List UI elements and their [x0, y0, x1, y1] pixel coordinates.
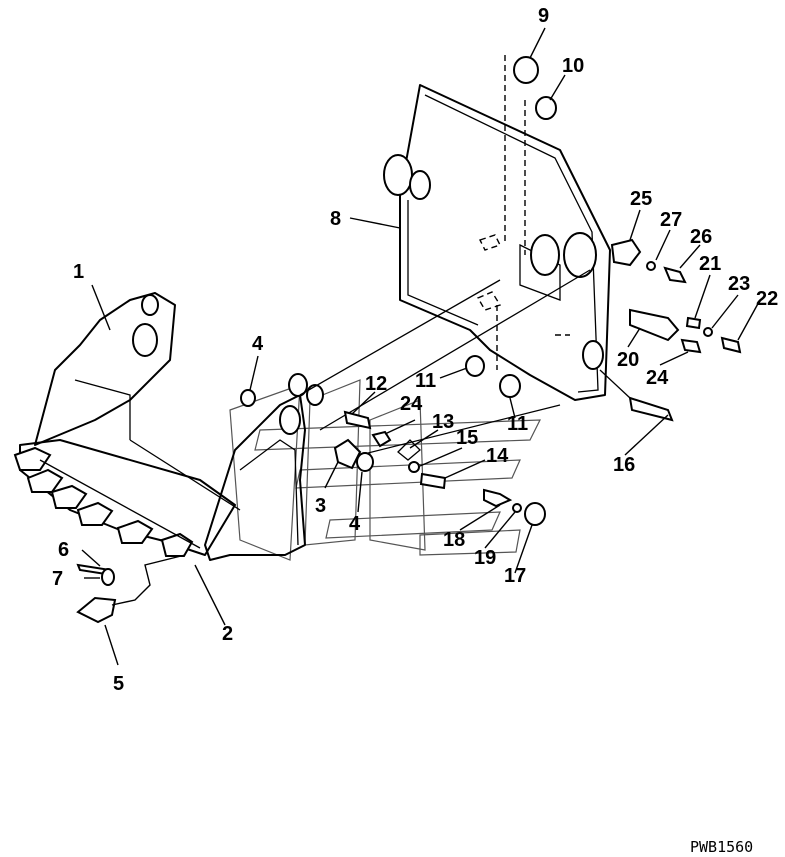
pin-20	[629, 308, 680, 342]
callout-18: 18	[443, 529, 465, 551]
bushing-3	[333, 438, 362, 470]
callout-13: 13	[432, 411, 454, 433]
washer-19	[512, 503, 522, 513]
washer-23	[703, 327, 713, 337]
callout-2: 2	[222, 623, 233, 645]
callout-24-right: 24	[646, 367, 669, 389]
grease-fitting-24-left	[371, 430, 392, 448]
callout-21: 21	[699, 253, 721, 275]
callout-labels: 1 2 3 4 4 5 6 7 8 9 10 11 11 12 13 14 15…	[52, 5, 778, 695]
callout-25: 25	[630, 188, 652, 210]
grease-fitting-24-right	[680, 338, 702, 354]
bucket-back-plate	[383, 55, 611, 401]
spacer-17	[524, 502, 546, 526]
callout-9: 9	[538, 5, 549, 27]
drawing-code: PWB1560	[690, 838, 753, 856]
callout-27: 27	[660, 209, 682, 231]
bushing-10	[535, 96, 557, 120]
callout-17: 17	[504, 565, 526, 587]
callout-12: 12	[365, 373, 387, 395]
callout-11-upper: 11	[415, 370, 436, 392]
bushing-11-upper	[465, 355, 485, 377]
callout-1: 1	[73, 261, 84, 283]
washer-27	[646, 261, 656, 271]
bushing-11-lower	[499, 374, 521, 398]
bucket-teeth	[13, 446, 201, 557]
bolt-26	[663, 266, 687, 284]
washer-15	[408, 461, 420, 473]
pin-21	[685, 316, 702, 330]
callout-5: 5	[113, 673, 124, 695]
nut-4-lower	[356, 452, 374, 472]
callout-23: 23	[728, 273, 750, 295]
pin-12	[343, 410, 372, 430]
callout-8: 8	[330, 208, 341, 230]
pin-lock-6-7	[76, 563, 115, 586]
callout-14: 14	[486, 445, 509, 467]
bucket-body	[19, 269, 591, 561]
callout-20: 20	[617, 349, 639, 371]
callout-7: 7	[52, 568, 63, 590]
callout-19: 19	[474, 547, 496, 569]
tooth-part-5	[76, 554, 186, 624]
bolt-22	[720, 336, 742, 354]
watermark-logo	[229, 379, 541, 561]
nut-4-upper	[240, 389, 256, 407]
callout-26: 26	[690, 226, 712, 248]
callout-15: 15	[456, 427, 478, 449]
bushing-9	[513, 56, 539, 84]
callout-4-lower: 4	[349, 513, 361, 535]
leader-lines	[81, 27, 761, 666]
callout-3: 3	[315, 495, 326, 517]
callout-10: 10	[562, 55, 584, 77]
callout-22: 22	[756, 288, 778, 310]
clip-13	[397, 439, 421, 461]
pin-16	[628, 396, 674, 422]
callout-4-upper: 4	[252, 333, 264, 355]
callout-6: 6	[58, 539, 69, 561]
cover-plate-25	[610, 238, 642, 267]
callout-24-left: 24	[400, 393, 423, 415]
bolt-14	[419, 472, 447, 490]
callout-11-lower: 11	[507, 413, 528, 435]
callout-16: 16	[613, 454, 635, 476]
bolt-18	[483, 488, 513, 508]
